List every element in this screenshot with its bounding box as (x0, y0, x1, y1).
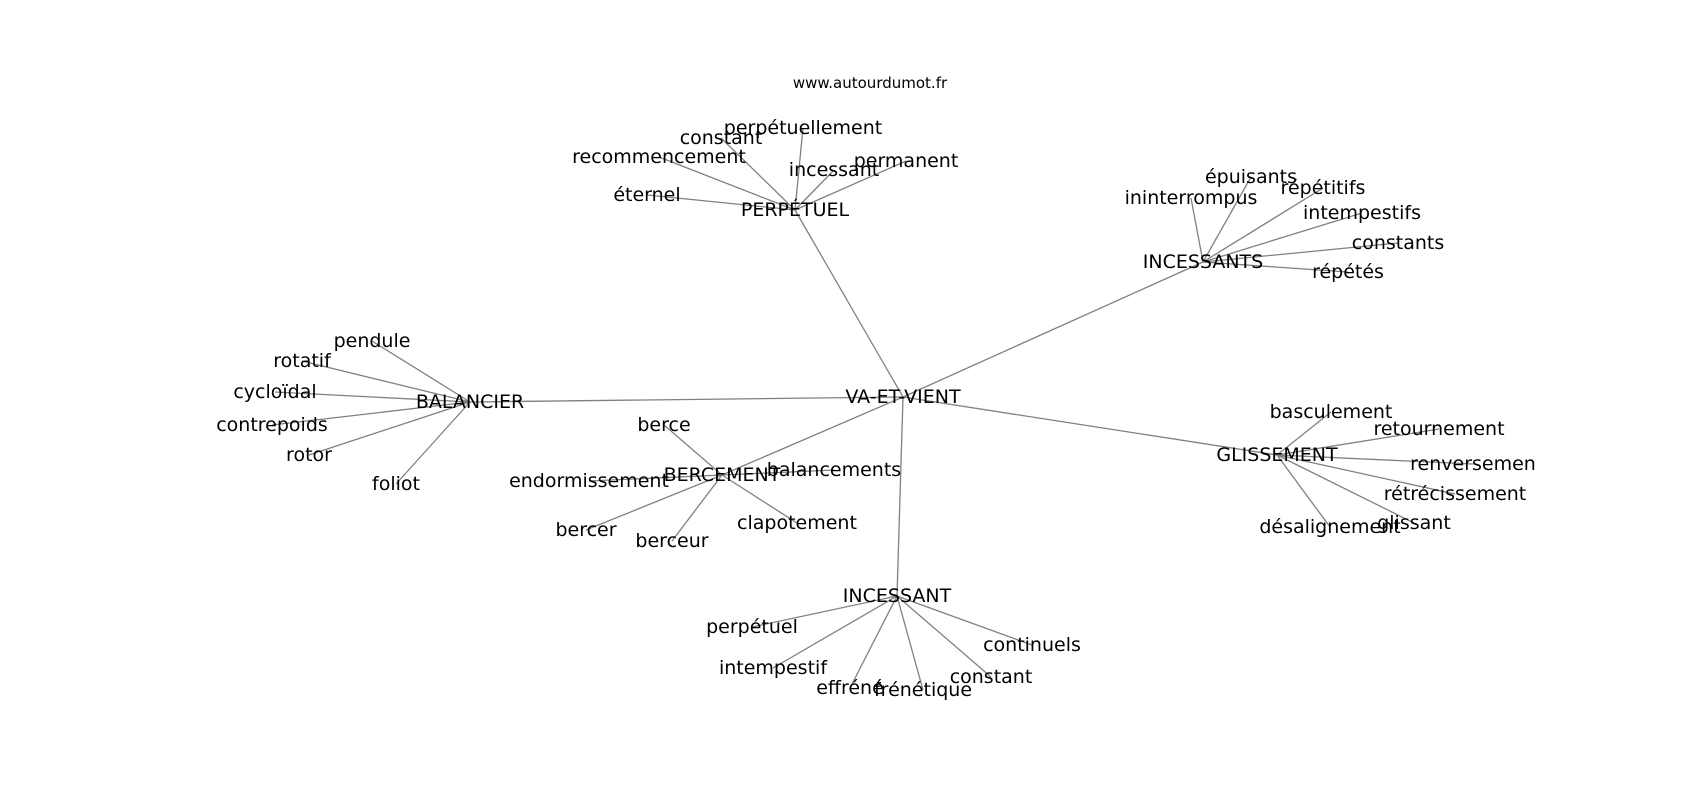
word-node[interactable]: foliot (372, 473, 420, 495)
edge-center-hub (794, 209, 904, 398)
edge-hub-word (794, 169, 835, 211)
word-node[interactable]: renversemen (1410, 453, 1536, 475)
hub-node[interactable]: GLISSEMENT (1216, 444, 1338, 466)
edge-hub-word (794, 160, 907, 211)
word-node[interactable]: rotor (286, 444, 332, 466)
edge-hub-word (1202, 212, 1363, 263)
word-node[interactable]: berce (637, 414, 690, 436)
edge-hub-word (896, 595, 992, 678)
word-node[interactable]: cycloïdal (233, 381, 316, 403)
labels: www.autourdumot.fr VA-ET-VIENT PERPÉTUEL é… (216, 74, 1536, 701)
word-node[interactable]: pendule (334, 330, 411, 352)
edge-center-hub (902, 261, 1204, 398)
edge-center-hub (896, 396, 904, 597)
edge-hub-word (1276, 454, 1415, 524)
edge-hub-word (1276, 411, 1332, 456)
word-node[interactable]: glissant (1377, 512, 1451, 534)
edge-hub-word (1276, 454, 1456, 495)
word-node[interactable]: clapotement (737, 512, 857, 534)
edge-hub-word (1276, 454, 1331, 528)
site-url[interactable]: www.autourdumot.fr (793, 74, 948, 92)
word-node[interactable]: frénétique (874, 679, 972, 701)
edge-hub-word (585, 474, 723, 531)
edge-hub-word (1202, 242, 1399, 263)
hub-node[interactable]: PERPÉTUEL (741, 198, 850, 221)
edge-hub-word (1276, 428, 1440, 456)
word-node[interactable]: continuels (983, 634, 1081, 656)
center-node[interactable]: VA-ET-VIENT (845, 386, 961, 408)
edge-hub-word (658, 156, 796, 211)
word-node[interactable]: intempestifs (1303, 202, 1421, 224)
word-node[interactable]: épuisants (1205, 166, 1297, 188)
edge-hub-word (896, 595, 924, 691)
word-node[interactable]: constant (950, 666, 1033, 688)
edge-hub-word (274, 391, 471, 403)
edge-hub-word (1202, 187, 1324, 263)
word-node[interactable]: contrepoids (216, 414, 328, 436)
edge-hub-word (308, 401, 471, 456)
edges (271, 127, 1474, 691)
word-node[interactable]: rotatif (273, 350, 332, 372)
edge-hub-word (1190, 197, 1204, 263)
edge-hub-word (849, 595, 898, 689)
word-node[interactable]: effréné (816, 677, 884, 699)
word-node[interactable]: retournement (1373, 418, 1504, 440)
edge-hub-word (371, 340, 471, 403)
edge-hub-word (721, 469, 835, 476)
edge-hub-word (663, 424, 723, 476)
edge-center-hub (902, 396, 1278, 456)
word-node[interactable]: intempestif (719, 657, 828, 679)
word-node[interactable]: perpétuel (706, 616, 798, 638)
edge-hub-word (588, 474, 723, 482)
word-node[interactable]: répétés (1312, 261, 1384, 283)
word-node[interactable]: endormissement (509, 470, 669, 492)
word-node[interactable]: répétitifs (1281, 177, 1366, 199)
edge-center-hub (469, 396, 904, 403)
word-node[interactable]: permanent (854, 150, 959, 172)
edge-hub-word (896, 595, 1033, 646)
edge-hub-word (271, 401, 471, 426)
word-node[interactable]: basculement (1270, 401, 1393, 423)
word-node[interactable]: incessant (789, 159, 879, 181)
word-node[interactable]: désalignement (1259, 516, 1400, 538)
hub-node[interactable]: BERCEMENT (664, 464, 781, 486)
hub-node[interactable]: INCESSANTS (1143, 251, 1263, 273)
word-node[interactable]: constants (1352, 232, 1445, 254)
word-node[interactable]: perpétuellement (724, 117, 882, 139)
edge-hub-word (720, 137, 796, 211)
edge-hub-word (772, 595, 898, 669)
word-node[interactable]: rétrécissement (1384, 483, 1527, 505)
edge-hub-word (671, 474, 723, 542)
edge-hub-word (301, 360, 471, 403)
word-node[interactable]: éternel (613, 184, 680, 206)
edge-center-hub (721, 396, 904, 476)
edge-hub-word (721, 474, 798, 524)
word-node[interactable]: recommencement (572, 146, 746, 168)
edge-hub-word (751, 595, 898, 628)
word-node[interactable]: ininterrompus (1125, 187, 1258, 209)
word-node[interactable]: berceur (635, 530, 708, 552)
word-node[interactable]: bercer (555, 519, 616, 541)
edge-hub-word (395, 401, 471, 485)
edge-hub-word (646, 194, 796, 211)
edge-hub-word (1276, 454, 1474, 465)
edge-hub-word (1202, 261, 1349, 273)
edge-hub-word (794, 127, 804, 211)
hub-node[interactable]: INCESSANT (843, 585, 952, 607)
edge-hub-word (1202, 176, 1252, 263)
hub-node[interactable]: BALANCIER (416, 391, 524, 413)
word-node[interactable]: balancements (767, 459, 901, 481)
word-node[interactable]: constant (680, 127, 763, 149)
